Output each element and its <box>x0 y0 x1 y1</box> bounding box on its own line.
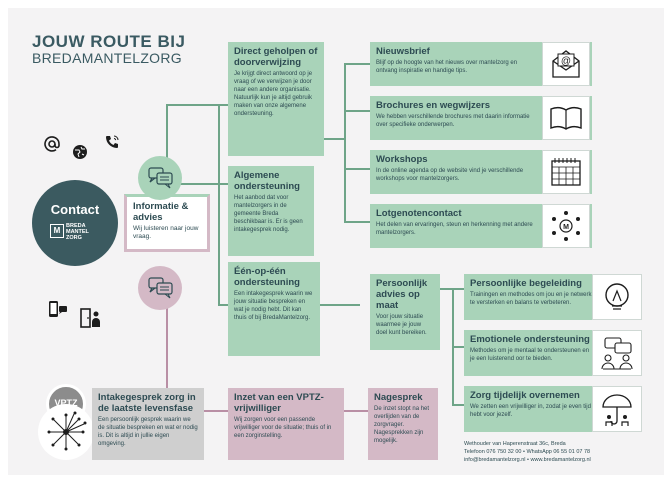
direct-box: Direct geholpen of doorverwijzing Je kri… <box>228 42 324 156</box>
nagesprek-desc: De inzet stopt na het overlijden van de … <box>374 406 430 444</box>
zorg-tijdelijk-desc: We zetten een vrijwilliger in, zodat je … <box>470 404 591 418</box>
footer-phone: Telefoon 076 750 32 00 • WhatsApp 06 55 … <box>464 449 591 455</box>
svg-text:M: M <box>563 224 569 231</box>
connector <box>166 104 228 106</box>
nagesprek-box: Nagesprek De inzet stopt na het overlijd… <box>368 388 438 460</box>
inzet-title: Inzet van een VPTZ-vrijwilliger <box>234 392 324 414</box>
connector <box>452 404 464 406</box>
connector <box>344 110 370 112</box>
persoonlijk-advies-box: Persoonlijk advies op maat Voor jouw sit… <box>370 274 440 350</box>
phone-icon <box>104 134 120 150</box>
logo-text: BREDA MANTEL ZORG <box>66 223 89 241</box>
connector <box>166 304 168 402</box>
page: JOUW ROUTE BIJ BREDAMANTELZORG Contact M… <box>8 8 664 475</box>
page-title: JOUW ROUTE BIJ <box>32 32 186 51</box>
page-subtitle: BREDAMANTELZORG <box>32 50 182 66</box>
direct-title: Direct geholpen of doorverwijzing <box>234 46 318 68</box>
emotionele-desc: Methodes om je mentaal te ondersteunen e… <box>470 348 590 362</box>
connector <box>204 410 228 412</box>
algemene-box: Algemene ondersteuning Het aanbod dat vo… <box>228 166 314 256</box>
een-op-een-desc: Een intakegesprek waarin we jouw situati… <box>234 291 313 321</box>
lotgenoten-title: Lotgenotencontact <box>376 208 462 219</box>
een-op-een-box: Één-op-één ondersteuning Een intakegespr… <box>228 262 320 356</box>
info-advies-desc: Wij luisteren naar jouw vraag. <box>133 225 199 240</box>
connector <box>166 104 168 168</box>
at-icon <box>44 136 60 152</box>
connector <box>452 346 464 348</box>
workshops-title: Workshops <box>376 154 428 165</box>
community-icon: M <box>542 204 590 248</box>
connector <box>440 288 464 290</box>
conversation-icon <box>592 330 642 376</box>
calendar-icon <box>542 150 590 194</box>
door-person-icon <box>80 308 102 328</box>
inzet-box: Inzet van een VPTZ-vrijwilliger Wij zorg… <box>228 388 344 460</box>
info-advies-title: Informatie & advies <box>133 201 189 223</box>
chat-circle-mauve <box>138 266 182 310</box>
algemene-title: Algemene ondersteuning <box>234 170 300 192</box>
begeleiding-title: Persoonlijke begeleiding <box>470 278 582 289</box>
chat-bubbles-icon <box>148 277 173 299</box>
connector <box>344 410 368 412</box>
contact-circle: Contact M BREDA MANTEL ZORG <box>32 180 118 266</box>
intakegesprek-desc: Een persoonlijk gesprek waarin we de sit… <box>98 417 198 447</box>
nieuwsbrief-title: Nieuwsbrief <box>376 46 430 57</box>
lightbulb-icon <box>592 274 642 320</box>
dandelion-circle <box>38 404 94 460</box>
globe-icon <box>72 144 88 160</box>
brochures-desc: We hebben verschillende brochures met da… <box>376 114 530 128</box>
logo-icon: M <box>50 224 64 238</box>
footer-email-web: info@bredamantelzorg.nl • www.bredamante… <box>464 457 591 463</box>
persoonlijk-advies-desc: Voor jouw situatie waarmee je jouw doel … <box>376 314 427 336</box>
connector <box>180 183 228 185</box>
intakegesprek-box: Intakegesprek zorg in de laatste levensf… <box>92 388 204 460</box>
chat-circle-green <box>138 156 182 200</box>
direct-desc: Je krijgt direct antwoord op je vraag of… <box>234 71 313 117</box>
connector <box>344 63 370 65</box>
connector <box>218 104 220 304</box>
algemene-desc: Het aanbod dat voor mantelzorgers in de … <box>234 195 303 233</box>
footer-contact: Wethouder van Haperenstraat 36c, Breda T… <box>464 440 658 464</box>
contact-title: Contact <box>50 202 100 217</box>
een-op-een-title: Één-op-één ondersteuning <box>234 266 300 288</box>
connector <box>312 138 346 140</box>
begeleiding-desc: Trainingen en methodes om jou en je netw… <box>470 292 592 306</box>
lotgenoten-desc: Het delen van ervaringen, steun en herke… <box>376 222 533 236</box>
footer-address: Wethouder van Haperenstraat 36c, Breda <box>464 441 566 447</box>
book-icon <box>542 96 590 140</box>
zorg-tijdelijk-title: Zorg tijdelijk overnemen <box>470 390 580 401</box>
nagesprek-title: Nagesprek <box>374 392 423 403</box>
nieuwsbrief-desc: Blijf op de hoogte van het nieuws over m… <box>376 60 518 74</box>
connector <box>344 168 370 170</box>
whatsapp-icon <box>48 300 68 318</box>
persoonlijk-advies-title: Persoonlijk advies op maat <box>376 278 428 311</box>
workshops-desc: In de online agenda op de website vind j… <box>376 168 524 182</box>
info-advies-box: Informatie & advies Wij luisteren naar j… <box>124 194 210 252</box>
chat-bubbles-icon <box>148 167 173 189</box>
brochures-title: Brochures en wegwijzers <box>376 100 491 111</box>
connector <box>344 63 346 221</box>
connector <box>344 221 370 223</box>
svg-text:@: @ <box>561 56 571 67</box>
emotionele-title: Emotionele ondersteuning <box>470 334 590 345</box>
inzet-desc: Wij zorgen voor een passende vrijwillige… <box>234 417 332 439</box>
dandelion-icon <box>47 411 87 451</box>
email-icon: @ <box>542 42 590 86</box>
umbrella-icon <box>592 386 642 432</box>
vptz-logo-text: VPTZ <box>54 398 78 408</box>
intakegesprek-title: Intakegesprek zorg in de laatste levensf… <box>98 392 196 414</box>
